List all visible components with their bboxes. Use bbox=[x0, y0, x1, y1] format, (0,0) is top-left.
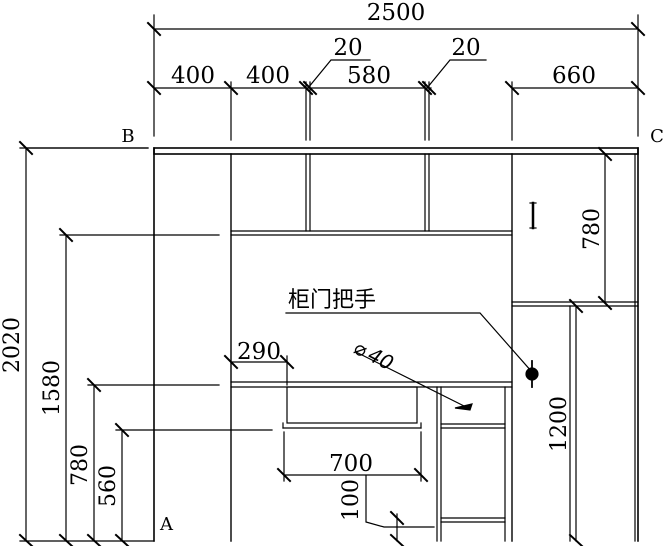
dim-780-tick-t bbox=[86, 377, 102, 393]
keyboard-drawer bbox=[286, 386, 418, 424]
height-1580: 1580 bbox=[40, 360, 65, 416]
lower-right-1200: 1200 bbox=[547, 396, 572, 452]
leader-100 bbox=[365, 475, 435, 528]
handles bbox=[454, 201, 539, 411]
height-780: 780 bbox=[68, 444, 93, 486]
tick-310 bbox=[302, 80, 318, 96]
left-dimensions bbox=[18, 140, 273, 546]
corner-c-label: C bbox=[650, 126, 664, 147]
leader-20-left bbox=[307, 59, 371, 89]
top-slab bbox=[153, 147, 639, 155]
dim-1580-tick-t bbox=[58, 227, 74, 243]
upper-right-780: 780 bbox=[580, 208, 605, 250]
dim-1200-tick-t bbox=[568, 298, 584, 314]
gap-20-b: 20 bbox=[451, 35, 480, 61]
tick-429 bbox=[421, 80, 437, 96]
opening-700: 700 bbox=[329, 451, 373, 477]
top-dimensions bbox=[146, 14, 646, 141]
drawer-handle-icon bbox=[454, 403, 473, 411]
leader-20-right bbox=[426, 59, 487, 89]
width-400-b: 400 bbox=[246, 63, 290, 89]
height-2020: 2020 bbox=[0, 317, 25, 373]
corner-a-label: A bbox=[159, 514, 174, 535]
kick-100: 100 bbox=[339, 479, 364, 521]
width-400-a: 400 bbox=[171, 63, 215, 89]
labels: 2500 400 400 580 660 20 20 B C A 2020 15… bbox=[0, 0, 664, 535]
diameter-leader bbox=[355, 351, 467, 408]
tick-231 bbox=[223, 80, 239, 96]
depth-290: 290 bbox=[237, 339, 281, 365]
corner-b-label: B bbox=[121, 126, 134, 147]
tick-425 bbox=[417, 80, 433, 96]
handle-callout-label: 柜门把手 bbox=[288, 288, 376, 313]
width-660: 660 bbox=[552, 63, 596, 89]
dim-290-tick-l bbox=[223, 354, 239, 370]
dim-2500-tick-l bbox=[146, 21, 162, 37]
handle-callout-leader bbox=[285, 312, 533, 373]
gap-20-a: 20 bbox=[333, 35, 362, 61]
dim-290-tick-r bbox=[279, 354, 295, 370]
tick-306 bbox=[298, 80, 314, 96]
dim-560-tick-t bbox=[114, 422, 130, 438]
tick-638 bbox=[630, 80, 646, 96]
tick-154 bbox=[146, 80, 162, 96]
dim-r780-tick-b bbox=[597, 295, 613, 311]
height-560: 560 bbox=[96, 465, 121, 507]
overall-width-label: 2500 bbox=[367, 0, 426, 26]
dim-100-tick-b bbox=[389, 533, 405, 546]
tick-512 bbox=[504, 80, 520, 96]
dim-r780-tick-t bbox=[597, 146, 613, 162]
dim-700-tick-l bbox=[276, 467, 292, 483]
dim-2500-tick-r bbox=[630, 21, 646, 37]
cabinet-structure bbox=[153, 147, 639, 542]
dim-700-tick-r bbox=[413, 467, 429, 483]
width-580: 580 bbox=[347, 63, 391, 89]
dim-1200-tick-b bbox=[568, 533, 584, 546]
inner-dimensions bbox=[19, 146, 613, 546]
dim-100-tick-t bbox=[389, 510, 405, 526]
